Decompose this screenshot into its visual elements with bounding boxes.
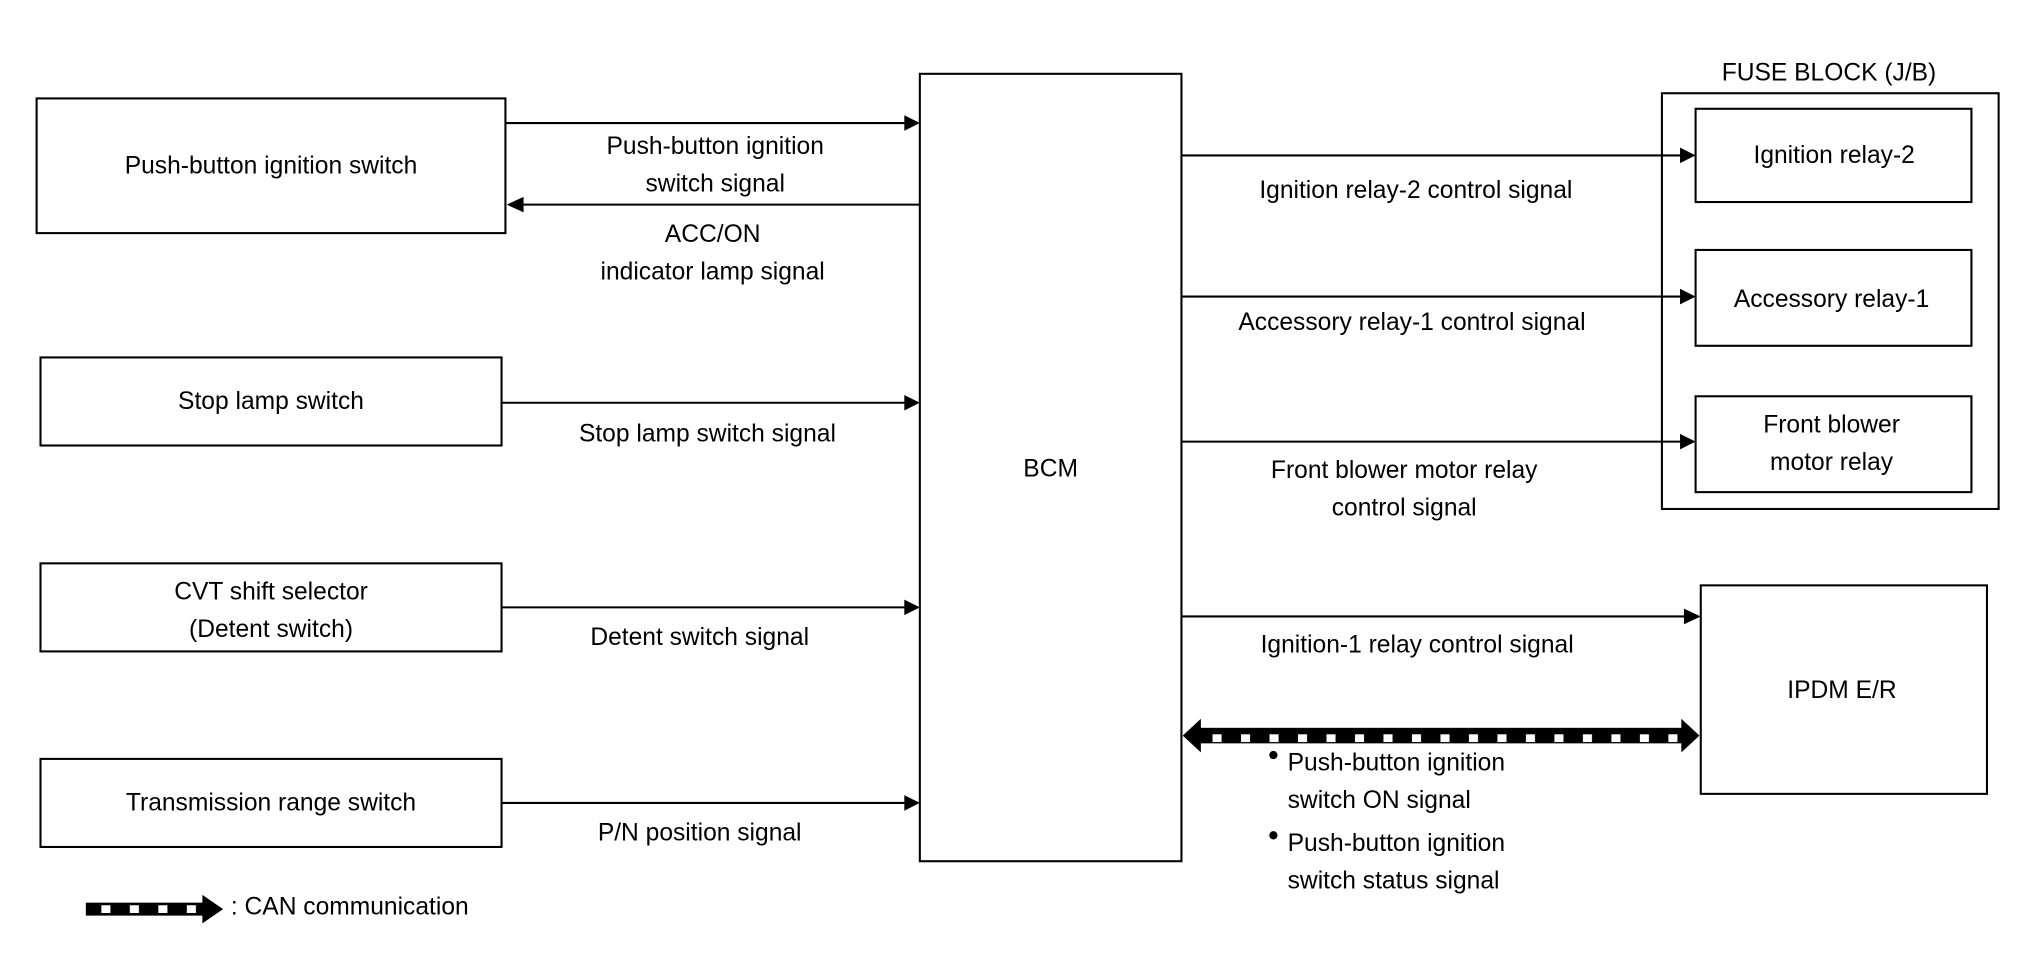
arrowhead-icon	[904, 394, 920, 411]
arrowhead-icon	[904, 599, 920, 616]
bullet-icon	[1269, 750, 1278, 760]
can-arrowhead-right-icon	[1681, 718, 1700, 753]
cvt-shift-selector-label: (Detent switch)	[189, 616, 353, 643]
arrowhead-icon	[904, 115, 920, 131]
ignition-relay-2-label: Ignition relay-2	[1754, 142, 1915, 169]
push-button-signal-label: switch signal	[646, 171, 785, 198]
front-blower-motor-relay-box	[1694, 395, 1973, 494]
ignition-relay-2-box	[1694, 107, 1973, 204]
front-blower-motor-relay-label: Front blower	[1763, 412, 1900, 439]
ignition-1-relay-signal-label: Ignition-1 relay control signal	[1261, 632, 1574, 659]
stop-lamp-switch-box	[39, 356, 503, 447]
front-blower-motor-relay-label: motor relay	[1770, 449, 1894, 476]
acc-on-indicator-label: ACC/ON	[665, 221, 761, 248]
legend-label: : CAN communication	[231, 893, 469, 920]
can-signal-label: Push-button ignition	[1288, 830, 1505, 857]
arrowhead-icon	[1680, 288, 1696, 305]
transmission-range-switch-label: Transmission range switch	[126, 790, 416, 817]
stop-lamp-switch-label: Stop lamp switch	[178, 388, 364, 415]
transmission-range-switch-box	[39, 757, 503, 849]
arrowhead-icon	[1680, 147, 1696, 164]
acc-on-indicator-label: indicator lamp signal	[601, 259, 825, 286]
ipdm-er-label: IPDM E/R	[1787, 677, 1896, 704]
fuse-block-title: FUSE BLOCK (J/B)	[1722, 59, 1937, 86]
accessory-relay-1-signal-label: Accessory relay-1 control signal	[1238, 309, 1585, 336]
arrowhead-icon	[904, 795, 920, 811]
detent-signal-label: Detent switch signal	[590, 624, 809, 651]
can-bus-line	[1198, 727, 1683, 744]
front-blower-signal-label: Front blower motor relay	[1271, 457, 1538, 484]
can-arrowhead-left-icon	[1182, 718, 1201, 753]
arrowhead-icon	[506, 196, 524, 213]
arrowhead-icon	[1683, 608, 1701, 625]
cvt-shift-selector-label: CVT shift selector	[174, 579, 368, 606]
can-signal-label: switch status signal	[1288, 867, 1500, 894]
bullet-icon	[1269, 831, 1278, 840]
pn-position-signal-label: P/N position signal	[598, 819, 802, 846]
ignition-relay-2-signal-label: Ignition relay-2 control signal	[1259, 177, 1572, 204]
bcm-label: BCM	[1023, 456, 1078, 483]
arrowhead-icon	[1680, 433, 1696, 450]
cvt-shift-selector-box	[39, 562, 503, 653]
accessory-relay-1-label: Accessory relay-1	[1734, 286, 1929, 313]
accessory-relay-1-box	[1694, 248, 1973, 347]
push-button-ignition-switch-box	[35, 97, 507, 235]
can-arrow-icon	[85, 894, 224, 924]
bcm-box	[918, 72, 1183, 863]
push-button-ignition-switch-label: Push-button ignition switch	[125, 153, 418, 180]
can-signal-label: switch ON signal	[1288, 787, 1471, 814]
can-signal-label: Push-button ignition	[1288, 750, 1505, 777]
push-button-signal-label: Push-button ignition	[607, 133, 824, 160]
stop-lamp-signal-label: Stop lamp switch signal	[579, 421, 836, 448]
ipdm-er-box	[1699, 584, 1989, 795]
front-blower-signal-label: control signal	[1332, 494, 1477, 521]
